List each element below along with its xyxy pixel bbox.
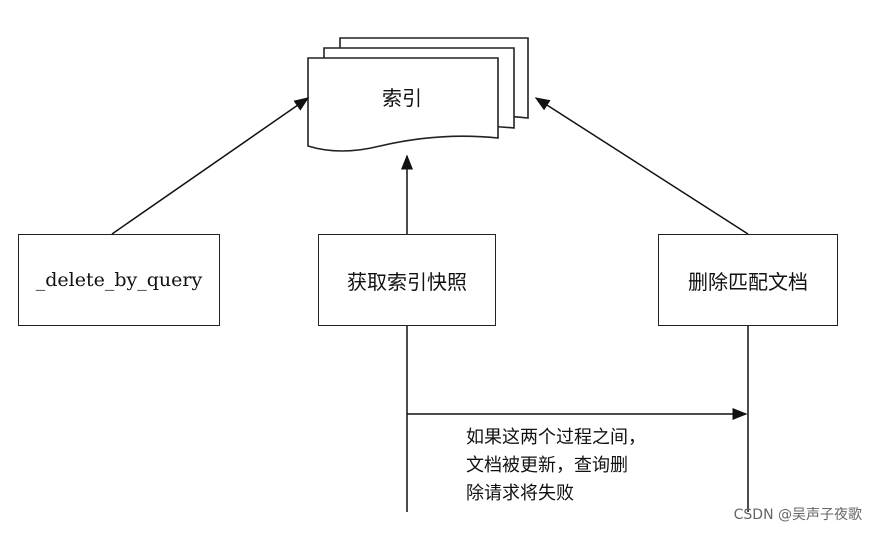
note-line: 文档被更新，查询删 [466, 455, 628, 476]
snapshot-label: 获取索引快照 [347, 269, 467, 294]
document-page-front [307, 57, 499, 152]
conflict-note: 如果这两个过程之间， 文档被更新，查询删 除请求将失败 [466, 424, 646, 508]
arrow-remove-to-index [534, 97, 749, 235]
snapshot-box: 获取索引快照 [318, 234, 496, 326]
index-document-stack [307, 37, 529, 152]
delete-by-query-label: _delete_by_query [35, 269, 203, 291]
note-line: 除请求将失败 [466, 483, 574, 504]
note-line: 如果这两个过程之间， [466, 427, 646, 448]
index-label: 索引 [382, 86, 422, 110]
delete-by-query-box: _delete_by_query [18, 234, 220, 326]
remove-matching-docs-label: 删除匹配文档 [688, 269, 808, 294]
arrow-delete-to-index [111, 97, 310, 235]
remove-matching-docs-box: 删除匹配文档 [658, 234, 838, 326]
watermark: CSDN @吴声子夜歌 [733, 507, 862, 523]
